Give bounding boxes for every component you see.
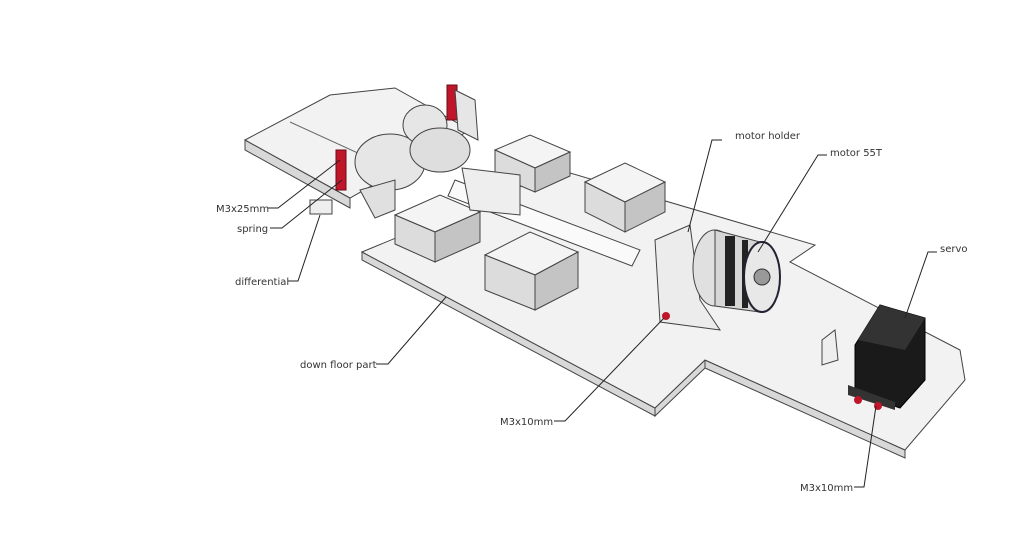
label-motor-holder: motor holder xyxy=(735,131,801,142)
servo xyxy=(848,304,926,410)
motor xyxy=(692,229,781,313)
label-floor: down floor part xyxy=(300,360,377,371)
drive-shaft xyxy=(447,167,641,267)
block-4 xyxy=(583,162,667,233)
label-spring: spring xyxy=(237,224,268,235)
shock-spring xyxy=(335,84,479,191)
label-screw-mid: M3x10mm xyxy=(500,417,553,428)
leader-lines xyxy=(268,139,937,488)
steering-mount xyxy=(821,329,839,366)
label-servo: servo xyxy=(940,244,968,255)
label-motor: motor 55T xyxy=(830,148,883,159)
block-2 xyxy=(483,231,580,311)
label-screw-top: M3x25mm xyxy=(216,204,269,215)
block-1 xyxy=(393,194,482,263)
label-screw-servo: M3x10mm xyxy=(800,483,853,494)
label-differential: differential xyxy=(235,277,289,288)
differential xyxy=(309,104,471,219)
block-3 xyxy=(493,134,572,193)
motor-holder xyxy=(654,224,722,331)
